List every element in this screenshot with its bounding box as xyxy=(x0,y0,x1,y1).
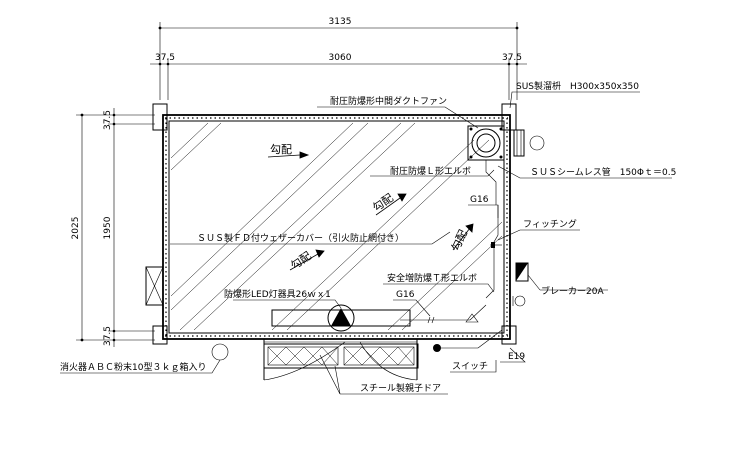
door-area xyxy=(263,339,419,381)
room-outline xyxy=(152,103,517,345)
label-slope-2: 勾配 xyxy=(370,191,395,214)
label-slope-1: 勾配 xyxy=(270,143,292,156)
dim-overall-height: 2025 xyxy=(71,217,81,240)
weather-cover xyxy=(145,266,164,306)
label-l-elbow: 耐圧防爆Ｌ形エルボ xyxy=(390,165,471,177)
label-seamless-pipe: ＳＵＳシームレス管 150Φｔ＝0.5 xyxy=(530,166,676,178)
switch-symbol xyxy=(433,329,503,352)
dim-wall-right: 37.5 xyxy=(502,53,522,63)
floor-slope-hatching xyxy=(170,122,503,331)
label-switch: スイッチ xyxy=(452,361,488,372)
sus-drain-box xyxy=(513,129,545,157)
label-door: スチール製親子ドア xyxy=(360,382,441,394)
slope-arrows xyxy=(267,151,474,271)
label-weather-cover: ＳＵＳ製ＦＤ付ウェザーカバー（引火防止網付き） xyxy=(197,232,404,244)
label-breaker: ブレーカー20A xyxy=(541,285,604,297)
dim-wall-left: 37.5 xyxy=(155,53,175,63)
label-slope-3: 勾配 xyxy=(288,249,313,272)
dimension-lines: 3135 37.5 3060 37.5 2025 1950 37.5 37.5 xyxy=(71,17,527,347)
label-g16-top: G16 xyxy=(470,195,489,205)
leader-lines xyxy=(60,91,672,395)
fire-extinguisher xyxy=(211,343,229,361)
dim-overall-width: 3135 xyxy=(329,17,352,27)
label-t-elbow: 安全増防爆Ｔ形エルボ xyxy=(387,272,477,284)
conduit-lines xyxy=(400,160,502,324)
breaker xyxy=(512,262,529,307)
led-light-fixture xyxy=(271,304,411,332)
label-e19: E19 xyxy=(508,352,525,362)
dim-inner-width: 3060 xyxy=(329,53,352,63)
label-duct-fan: 耐圧防爆形中間ダクトファン xyxy=(330,95,447,107)
label-fitting: フィッチング xyxy=(523,218,577,230)
label-g16-bottom: G16 xyxy=(396,290,415,300)
label-led-fixture: 防爆形LED灯器具26ｗｘ1 xyxy=(224,288,331,300)
dim-inner-height: 1950 xyxy=(103,216,113,239)
dim-wall-bottom: 37.5 xyxy=(103,326,113,346)
label-extinguisher: 消火器ＡＢＣ粉末10型３ｋｇ箱入り xyxy=(60,361,206,373)
dim-wall-top: 37.5 xyxy=(103,110,113,130)
label-sus-drain-box: SUS製溜枡 H300x350x350 xyxy=(516,80,639,92)
